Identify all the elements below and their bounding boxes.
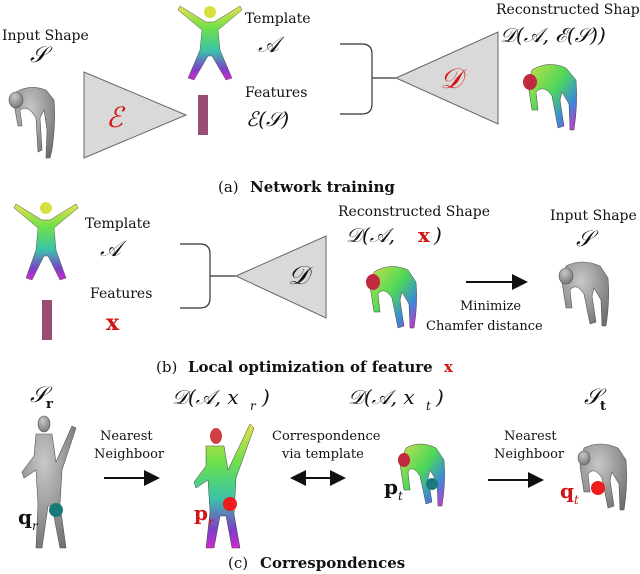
q-t-label: q (560, 479, 574, 503)
caption-prefix-b: (b) (156, 358, 177, 376)
q-r-label: q (18, 505, 32, 529)
caption-prefix-a: (a) (218, 178, 239, 196)
feature-bar-a (198, 95, 208, 135)
recon-title-a: Reconstructed Shape (496, 2, 640, 18)
decoder-triangle-b (234, 235, 327, 319)
q-r-subscript: r (32, 519, 39, 533)
minimize-label-1: Minimize (460, 299, 521, 314)
input-shape-symbol-b: 𝒮 (576, 227, 599, 252)
q-t-point (591, 481, 605, 495)
target-human-mesh (577, 443, 627, 511)
caption-title-b: Local optimization of feature (188, 358, 433, 376)
nn-right-label-1: Nearest (504, 429, 557, 444)
recon-human-mesh-a (523, 64, 577, 131)
p-r-label: p (194, 501, 208, 525)
nn-right-label-2: Neighboor (494, 447, 565, 462)
recon-expr-b-left: 𝒟(𝒜, (346, 223, 395, 247)
template-tpose-icon-b (13, 202, 79, 281)
template-symbol-b: 𝒜 (100, 237, 127, 262)
input-shape-title-a: Input Shape (2, 28, 89, 44)
caption-title-c: Correspondences (260, 554, 405, 572)
corr-label-2: via template (281, 447, 364, 462)
input-shape-title-b: Input Shape (550, 208, 637, 224)
q-r-point (49, 503, 63, 517)
features-symbol-b: x (106, 310, 120, 336)
recon-target-mesh (398, 443, 445, 507)
template-title-b: Template (85, 216, 151, 232)
feature-bar-b (42, 300, 52, 340)
nn-left-label-1: Nearest (100, 429, 153, 444)
d-t-subscript: t (426, 399, 431, 413)
d-t-close: ) (435, 385, 444, 409)
input-human-mesh-b (558, 261, 609, 327)
recon-expr-b-right: ) (433, 223, 442, 247)
input-human-mesh-a (8, 87, 55, 159)
decoder-triangle-a (394, 31, 499, 125)
recon-expr-b-x: x (418, 223, 431, 247)
recon-source-mesh (193, 423, 255, 549)
merge-bracket-a (340, 43, 396, 115)
p-r-point (223, 497, 237, 511)
s-r-subscript: r (46, 397, 53, 412)
recon-expr-a: 𝒟(𝒜, ℰ(𝒮)) (500, 23, 606, 47)
encoder-symbol: ℰ (106, 101, 126, 134)
input-shape-symbol-a: 𝒮 (30, 43, 53, 68)
p-t-point (426, 478, 438, 490)
caption-x-b: x (444, 358, 454, 376)
s-t-subscript: t (600, 399, 606, 414)
features-title-a: Features (245, 85, 307, 101)
recon-title-b: Reconstructed Shape (338, 204, 490, 220)
caption-prefix-c: (c) (228, 554, 248, 572)
template-symbol-a: 𝒜 (258, 33, 285, 58)
merge-bracket-b (180, 243, 236, 309)
template-tpose-icon-a (177, 5, 243, 81)
d-r-close: ) (261, 385, 270, 409)
nn-left-label-2: Neighboor (94, 447, 165, 462)
features-title-b: Features (90, 286, 152, 302)
d-r-subscript: r (250, 399, 257, 413)
recon-human-mesh-b (366, 266, 417, 329)
panel-b: Template 𝒜 Features x 𝒟 Reconstructed Sh… (13, 202, 637, 376)
p-t-label: p (384, 475, 398, 499)
p-r-subscript: r (208, 515, 215, 529)
template-title-a: Template (245, 11, 311, 27)
corr-label-1: Correspondence (272, 429, 381, 444)
d-r-expr: 𝒟(𝒜, x (172, 385, 239, 409)
features-expr-a: ℰ(𝒮) (246, 107, 289, 131)
minimize-label-2: Chamfer distance (426, 319, 543, 334)
panel-c: 𝒮 r q r Nearest Neighboor 𝒟(𝒜, x r ) p r… (18, 383, 627, 572)
d-t-expr: 𝒟(𝒜, x (348, 385, 415, 409)
source-human-mesh (21, 415, 77, 549)
encoder-triangle (83, 71, 188, 159)
p-t-subscript: t (398, 489, 403, 503)
panel-a: Input Shape 𝒮 ℰ Template 𝒜 Features ℰ(𝒮)… (2, 2, 640, 196)
q-t-subscript: t (574, 493, 579, 507)
caption-title-a: Network training (250, 178, 395, 196)
